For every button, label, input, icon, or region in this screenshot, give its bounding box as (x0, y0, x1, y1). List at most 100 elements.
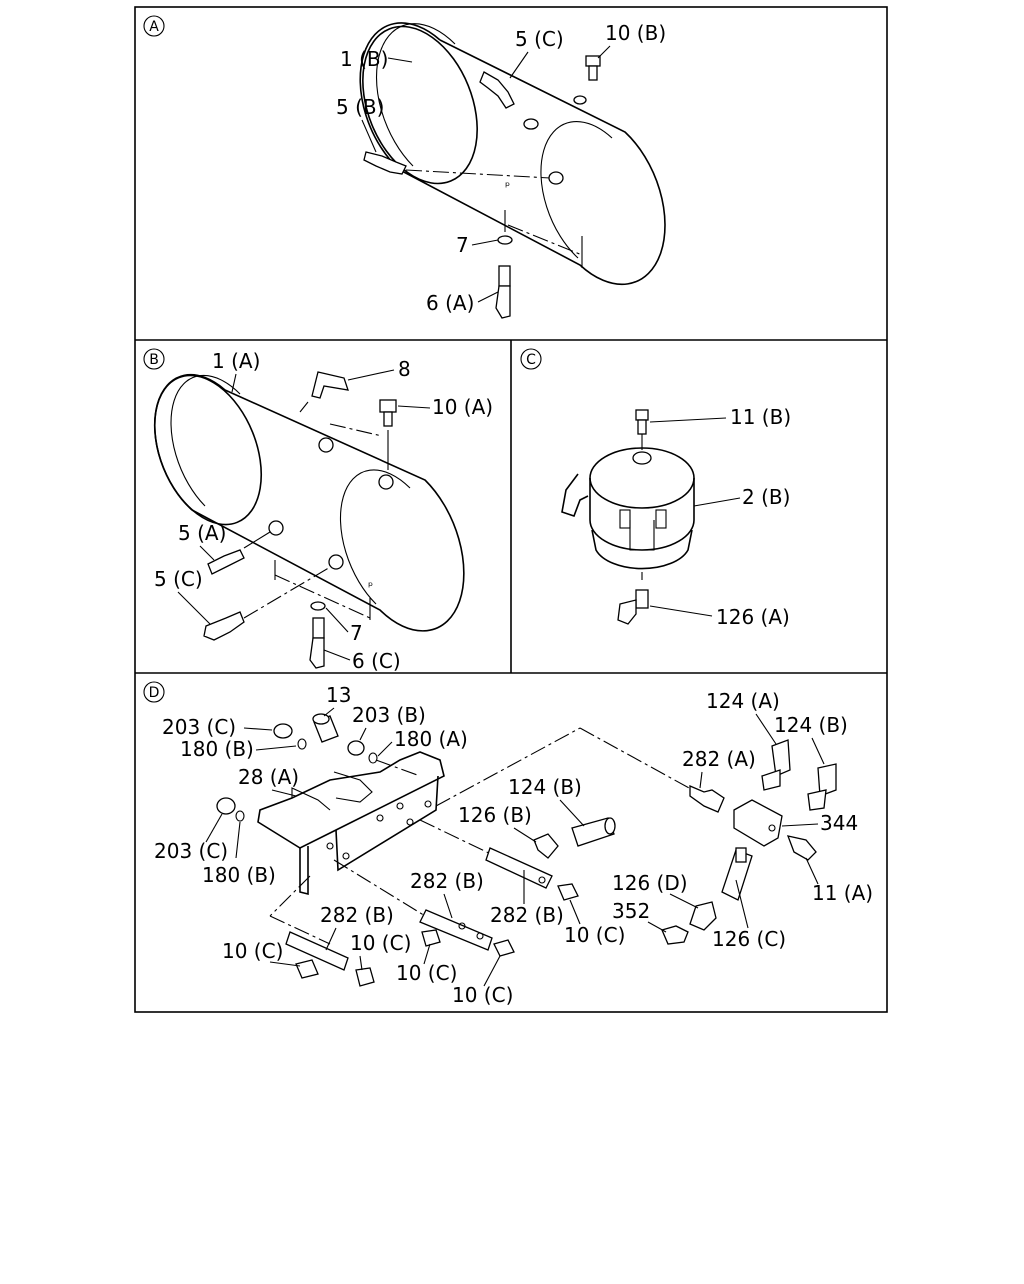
label-282b-mid: 282 (B) (410, 869, 484, 893)
nut-10c-left (295, 959, 319, 979)
fitting-8-tee (299, 371, 349, 413)
fitting-5b (363, 151, 564, 185)
washer-180a (368, 752, 421, 777)
fitting-11b (632, 409, 652, 465)
bolt-10a (318, 399, 397, 490)
label-203b: 203 (B) (352, 703, 426, 727)
label-5c-b: 5 (C) (154, 567, 203, 591)
label-1a: 1 (A) (212, 349, 260, 373)
switch-124a (761, 739, 791, 791)
connector-282b-mid (419, 909, 493, 951)
label-1b: 1 (B) (340, 47, 388, 71)
nut-203c-low (216, 797, 236, 815)
label-8: 8 (398, 357, 411, 381)
bracket-28a (257, 751, 445, 896)
label-180a: 180 (A) (394, 727, 468, 751)
nut-10c-mid (557, 883, 579, 901)
diagram-frame (134, 6, 888, 1013)
svg-text:D: D (149, 685, 160, 701)
label-282b-right: 282 (B) (490, 903, 564, 927)
elbow-126d (689, 901, 717, 931)
label-11b: 11 (B) (730, 405, 791, 429)
label-11a: 11 (A) (812, 881, 873, 905)
fitting-5c-b (203, 554, 344, 641)
section-marker-c: C (520, 348, 542, 370)
svg-text:ᵖ: ᵖ (505, 179, 510, 193)
air-tank-1b (359, 22, 666, 286)
section-d-drawing (216, 713, 837, 987)
label-7-b: 7 (350, 621, 363, 645)
section-c-drawing (561, 409, 695, 625)
spacer-13 (312, 713, 339, 743)
label-6c: 6 (C) (352, 649, 401, 673)
section-a-labels: 1 (B) 5 (C) 10 (B) 5 (B) 7 6 (A) (336, 21, 666, 315)
label-124b-mid: 124 (B) (508, 775, 582, 799)
nut-203b (347, 740, 365, 756)
label-124b-right: 124 (B) (774, 713, 848, 737)
label-5c: 5 (C) (515, 27, 564, 51)
nut-203c-top (273, 723, 293, 739)
label-10c-low1: 10 (C) (396, 961, 457, 985)
label-6a: 6 (A) (426, 291, 474, 315)
switch-124b-mid (571, 817, 616, 847)
fitting-352 (661, 925, 689, 945)
label-282a: 282 (A) (682, 747, 756, 771)
label-126d: 126 (D) (612, 871, 688, 895)
label-5b: 5 (B) (336, 95, 384, 119)
nut-10c-left2 (355, 967, 375, 987)
label-203c-top: 203 (C) (162, 715, 236, 739)
connector-282a (689, 785, 725, 813)
tube-126c (721, 847, 753, 901)
manifold-344 (733, 799, 783, 847)
section-b-drawing: ᵖ (153, 371, 465, 669)
label-126c: 126 (C) (712, 927, 786, 951)
switch-124b-right (807, 763, 837, 811)
section-b-labels: 1 (A) 8 10 (A) 5 (A) 5 (C) 7 6 (C) (154, 349, 493, 673)
svg-text:A: A (149, 19, 159, 35)
connector-282b-right (485, 847, 553, 889)
section-d-labels: 13 203 (C) 203 (B) 180 (B) 180 (A) 28 (A… (154, 683, 873, 1007)
label-180b-low: 180 (B) (202, 863, 276, 887)
nut-10c-right-low (493, 939, 515, 957)
fitting-5c (479, 71, 539, 130)
connector-282b-left (285, 931, 349, 971)
section-marker-b: B (143, 348, 165, 370)
label-10a: 10 (A) (432, 395, 493, 419)
label-203c-low: 203 (C) (154, 839, 228, 863)
svg-text:ᵖ: ᵖ (368, 579, 373, 593)
label-126a: 126 (A) (716, 605, 790, 629)
label-352: 352 (612, 899, 650, 923)
section-a-drawing: ᵖ (359, 22, 666, 319)
drain-assembly-b: ᵖ (274, 560, 373, 669)
label-126b: 126 (B) (458, 803, 532, 827)
washer-180b-top (297, 738, 307, 750)
label-344: 344 (820, 811, 858, 835)
air-tank-1a (153, 373, 465, 632)
fitting-5a (207, 520, 284, 575)
section-marker-a: A (143, 15, 165, 37)
label-13: 13 (326, 683, 351, 707)
label-180b-top: 180 (B) (180, 737, 254, 761)
svg-text:C: C (526, 352, 536, 368)
label-10c-low2: 10 (C) (452, 983, 513, 1007)
section-marker-d: D (143, 681, 165, 703)
label-10c-left: 10 (C) (222, 939, 283, 963)
label-7: 7 (456, 233, 469, 257)
washer-180b-low (235, 810, 245, 822)
svg-text:B: B (149, 352, 159, 368)
label-28a: 28 (A) (238, 765, 299, 789)
label-10c-mid: 10 (C) (564, 923, 625, 947)
label-10b: 10 (B) (605, 21, 666, 45)
label-2b: 2 (B) (742, 485, 790, 509)
label-282b-left: 282 (B) (320, 903, 394, 927)
elbow-126b (533, 833, 559, 859)
nut-10c-mid-low (421, 929, 441, 947)
bolt-10b (573, 55, 601, 105)
fitting-11a (786, 835, 817, 861)
label-124a: 124 (A) (706, 689, 780, 713)
label-10c-left2: 10 (C) (350, 931, 411, 955)
label-5a: 5 (A) (178, 521, 226, 545)
section-c-labels: 11 (B) 2 (B) 126 (A) (649, 405, 791, 629)
